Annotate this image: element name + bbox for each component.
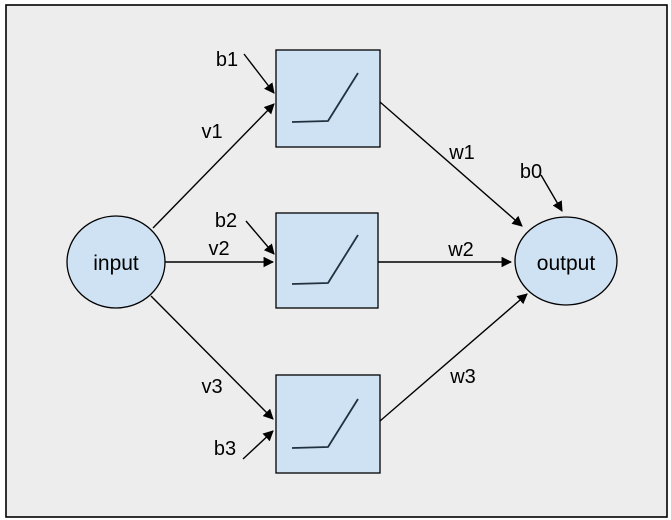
edge-label-b3: b3 [214, 438, 236, 460]
edge-v1-arrow [152, 103, 275, 229]
edge-label-v1: v1 [201, 121, 222, 143]
node-input-label: input [93, 252, 139, 275]
node-input: input [66, 215, 166, 309]
edge-label-b2: b2 [215, 210, 237, 232]
edge-b0-arrow [540, 174, 563, 212]
hidden-unit-3 [275, 374, 381, 474]
edge-label-w2: w2 [447, 239, 474, 261]
piecewise-linear-activation-icon [291, 72, 359, 123]
hidden-unit-1 [275, 49, 381, 148]
output-ellipse [514, 216, 618, 306]
edge-w1-arrow [379, 101, 523, 227]
piecewise-linear-activation-icon [291, 398, 359, 449]
edge-label-v3: v3 [201, 376, 222, 398]
edge-label-b0: b0 [520, 161, 542, 183]
hidden-unit-3-box [275, 374, 381, 474]
edge-b3-arrow [242, 430, 274, 460]
edge-label-w1: w1 [448, 142, 475, 164]
edge-label-b1: b1 [216, 49, 238, 71]
hidden-unit-2-box [275, 212, 379, 309]
edge-w3-arrow [379, 293, 528, 422]
edge-label-v2: v2 [208, 238, 229, 260]
edge-v3-arrow [150, 295, 274, 420]
edge-b2-arrow [245, 220, 275, 255]
edge-b1-arrow [243, 53, 275, 94]
hidden-unit-1-box [275, 49, 381, 148]
node-output-label: output [537, 252, 596, 275]
input-ellipse [66, 215, 166, 309]
edge-label-w3: w3 [449, 366, 476, 388]
piecewise-linear-activation-icon [291, 234, 359, 285]
node-output: output [514, 216, 618, 306]
hidden-unit-2 [275, 212, 379, 309]
